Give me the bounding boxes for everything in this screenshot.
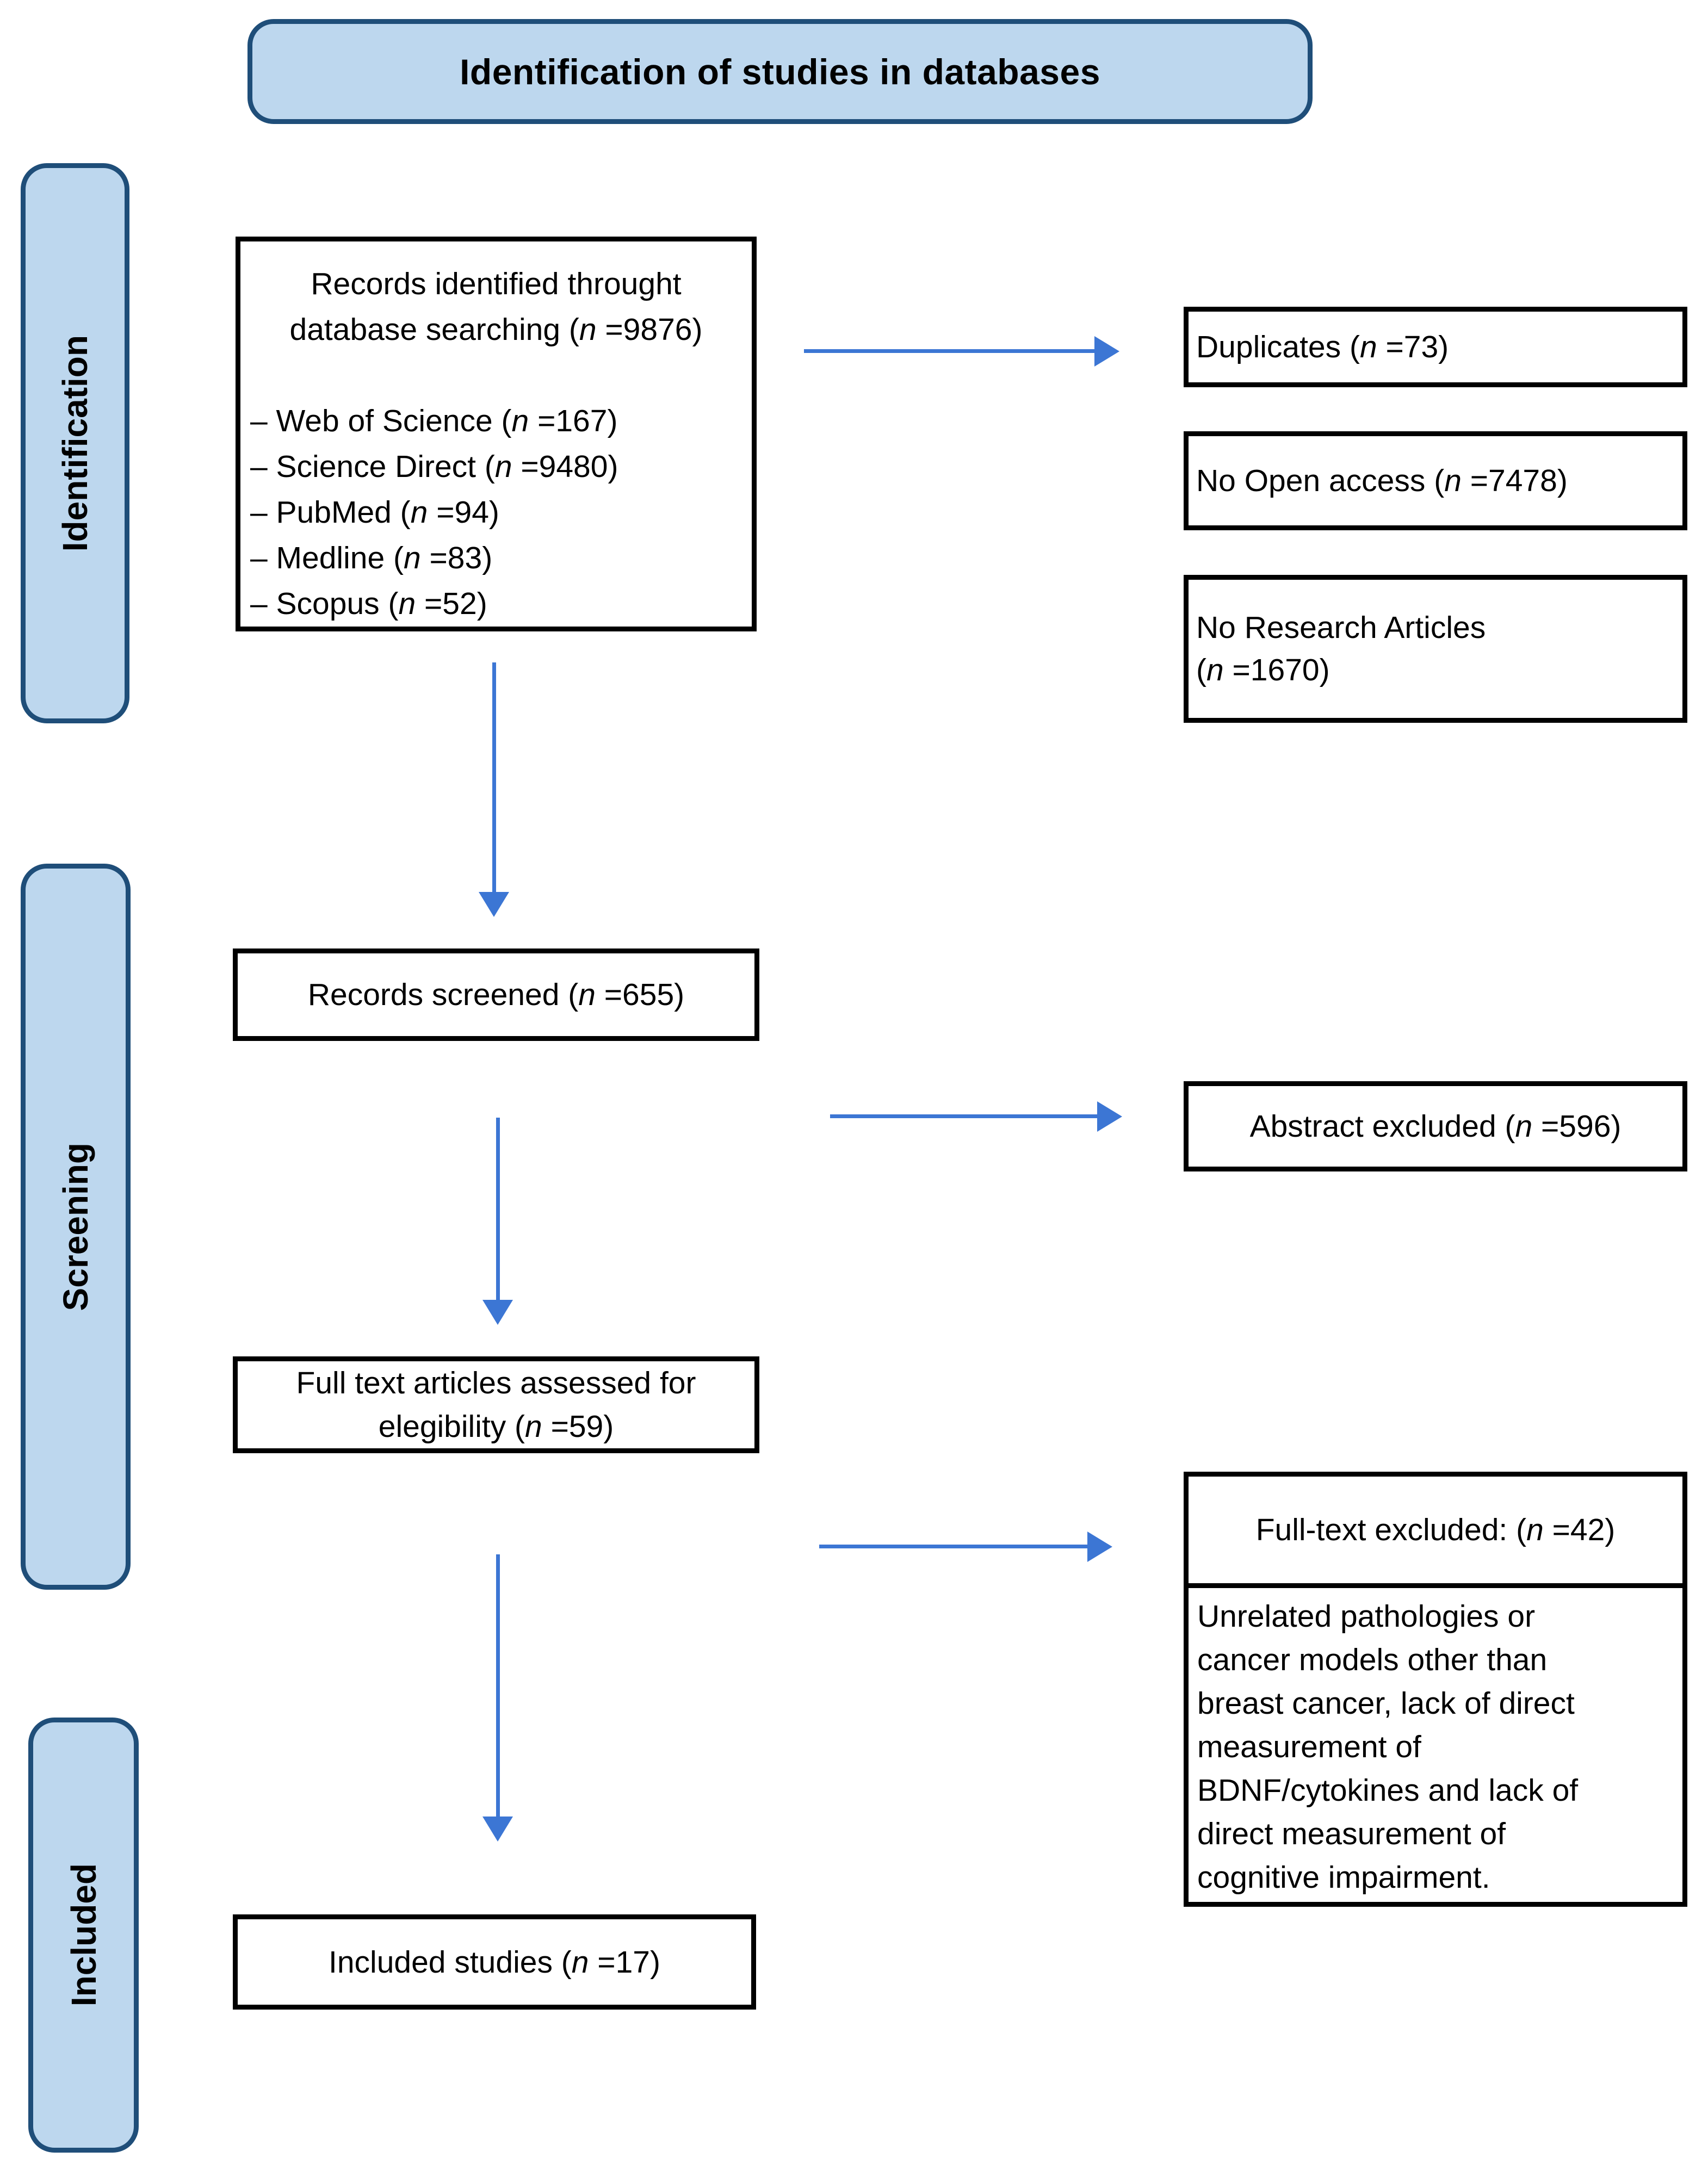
arrow-records-to-duplicates-line: [804, 349, 1095, 353]
header-banner: Identification of studies in databases: [247, 19, 1313, 124]
records-identified-box: Records identified throught database sea…: [236, 237, 757, 631]
stage-screening-label: Screening: [56, 1142, 95, 1311]
source-scopus: – Scopus (n =52): [250, 586, 487, 621]
arrow-records-to-screened-line: [492, 662, 496, 893]
no-open-access-text: No Open access (n =7478): [1196, 463, 1568, 498]
full-text-excluded-title: Full-text excluded: (n =42): [1189, 1477, 1682, 1588]
full-text-excluded-reason: Unrelated pathologies or cancer models o…: [1197, 1599, 1579, 1895]
full-text-excluded-title-text: Full-text excluded: (n =42): [1255, 1512, 1616, 1547]
page-title: Identification of studies in databases: [460, 51, 1100, 92]
abstract-excluded-box: Abstract excluded (n =596): [1184, 1081, 1687, 1171]
records-identified-spacer: [248, 352, 744, 398]
stage-included-label: Included: [64, 1863, 103, 2007]
arrow-down-icon: [482, 1300, 513, 1325]
arrow-right-icon: [1097, 1101, 1122, 1132]
abstract-excluded-text: Abstract excluded (n =596): [1249, 1109, 1622, 1144]
source-science-direct: – Science Direct (n =9480): [250, 449, 618, 484]
no-research-articles-box: No Research Articles (n =1670): [1184, 575, 1687, 723]
full-text-assessed-line1: Full text articles assessed for: [296, 1366, 696, 1400]
no-research-articles-line1: No Research Articles: [1196, 610, 1486, 645]
source-pubmed: – PubMed (n =94): [250, 495, 499, 530]
arrow-screened-to-fulltext-line: [496, 1118, 500, 1301]
arrow-down-icon: [479, 892, 509, 917]
full-text-excluded-box: Full-text excluded: (n =42) Unrelated pa…: [1184, 1472, 1687, 1907]
included-studies-text: Included studies (n =17): [329, 1944, 660, 1980]
records-identified-line2: database searching (n =9876): [289, 312, 703, 347]
source-web-of-science: – Web of Science (n =167): [250, 404, 618, 438]
duplicates-text: Duplicates (n =73): [1196, 330, 1449, 364]
arrow-fulltext-to-excluded-line: [819, 1545, 1088, 1548]
records-identified-line1: Records identified throught: [311, 266, 682, 301]
source-medline: – Medline (n =83): [250, 541, 493, 575]
full-text-assessed-line2: elegibility (n =59): [378, 1409, 614, 1444]
no-research-articles-line2: (n =1670): [1196, 653, 1330, 687]
full-text-assessed-box: Full text articles assessed for elegibil…: [233, 1356, 759, 1453]
records-screened-box: Records screened (n =655): [233, 948, 759, 1041]
stage-identification-label: Identification: [55, 334, 95, 552]
stage-screening: Screening: [21, 864, 131, 1590]
no-open-access-box: No Open access (n =7478): [1184, 431, 1687, 530]
arrow-right-icon: [1094, 336, 1119, 367]
arrow-screened-to-abstract-line: [830, 1114, 1098, 1118]
arrow-fulltext-to-included-line: [496, 1554, 500, 1818]
included-studies-box: Included studies (n =17): [233, 1914, 756, 2010]
arrow-right-icon: [1087, 1532, 1112, 1562]
records-screened-text: Records screened (n =655): [307, 977, 685, 1012]
stage-included: Included: [28, 1718, 139, 2153]
arrow-down-icon: [482, 1817, 513, 1842]
duplicates-box: Duplicates (n =73): [1184, 307, 1687, 387]
stage-identification: Identification: [21, 163, 129, 723]
